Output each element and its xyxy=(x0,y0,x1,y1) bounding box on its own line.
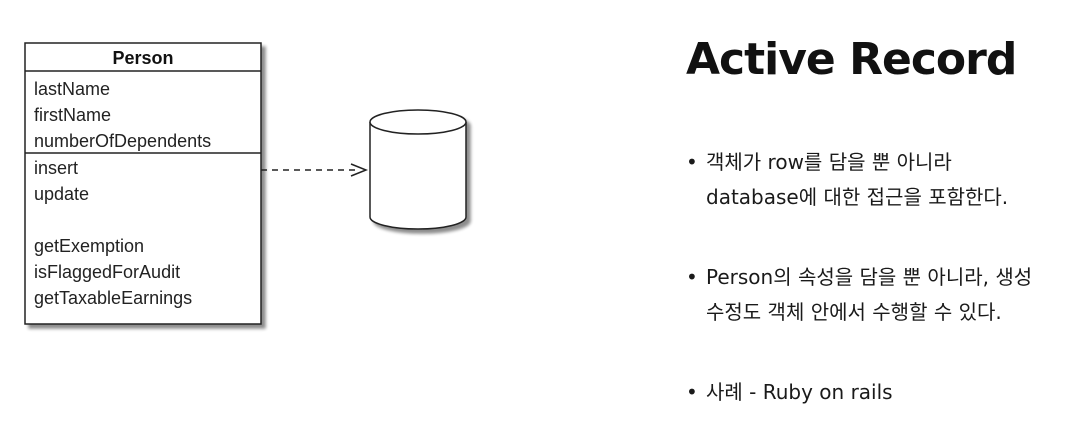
dependency-arrow xyxy=(261,163,369,177)
bullet-item-3: 사례 - Ruby on rails xyxy=(686,375,893,410)
method-update: update xyxy=(34,184,89,204)
person-class-box xyxy=(24,42,262,325)
attribute-lastname: lastName xyxy=(34,79,110,99)
bullet-2-line-2: 수정도 객체 안에서 수행할 수 있다. xyxy=(706,300,1002,324)
class-name: Person xyxy=(112,48,173,68)
bullet-1-line-1: 객체가 row를 담을 뿐 아니라 xyxy=(686,145,1008,180)
page-title: Active Record xyxy=(686,34,1017,85)
database-cylinder-icon xyxy=(369,109,467,230)
bullet-2-line-1: Person의 속성을 담을 뿐 아니라, 생성 xyxy=(686,260,1032,295)
bullet-1-line-2: database에 대한 접근을 포함한다. xyxy=(706,185,1009,209)
method-insert: insert xyxy=(34,158,78,178)
bullet-item-2: Person의 속성을 담을 뿐 아니라, 생성 수정도 객체 안에서 수행할 … xyxy=(686,260,1032,330)
bullet-3-line-1: 사례 - Ruby on rails xyxy=(686,375,893,410)
method-isflaggedforaudit: isFlaggedForAudit xyxy=(34,262,180,282)
method-gettaxableearnings: getTaxableEarnings xyxy=(34,288,192,308)
attribute-numberofdependents: numberOfDependents xyxy=(34,131,211,151)
attribute-firstname: firstName xyxy=(34,105,111,125)
method-getexemption: getExemption xyxy=(34,236,144,256)
bullet-item-1: 객체가 row를 담을 뿐 아니라 database에 대한 접근을 포함한다. xyxy=(686,145,1008,215)
